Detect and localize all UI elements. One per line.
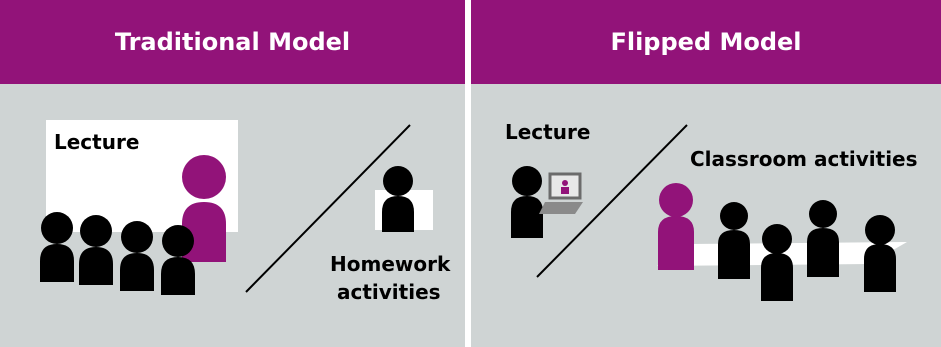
flipped-model-title: Flipped Model — [471, 0, 941, 84]
student-figure — [40, 212, 74, 282]
laptop-icon — [539, 172, 583, 214]
student-figure — [120, 221, 154, 291]
student-figure — [79, 215, 113, 285]
traditional-scene — [40, 120, 433, 295]
divider-line — [536, 124, 688, 278]
flipped-model-panel: Flipped Model — [471, 0, 941, 347]
traditional-model-panel: Traditional Model — [0, 0, 465, 347]
homework-label-line2: activities — [337, 280, 441, 304]
student-figure — [807, 200, 839, 277]
teacher-figure — [658, 183, 694, 270]
traditional-model-title: Traditional Model — [0, 0, 465, 84]
laptop-student-figure — [511, 166, 543, 238]
student-figure — [761, 224, 793, 301]
lecture-label: Lecture — [54, 130, 140, 154]
student-figure — [864, 215, 896, 292]
student-figure — [718, 202, 750, 279]
homework-student-figure — [382, 166, 414, 232]
teacher-figure — [182, 155, 226, 262]
homework-label-line1: Homework — [330, 252, 451, 276]
flipped-scene — [511, 124, 907, 301]
divider-line — [245, 124, 411, 293]
flipped-lecture-label: Lecture — [505, 120, 591, 144]
classroom-activities-label: Classroom activities — [690, 147, 918, 171]
student-figure — [161, 225, 195, 295]
